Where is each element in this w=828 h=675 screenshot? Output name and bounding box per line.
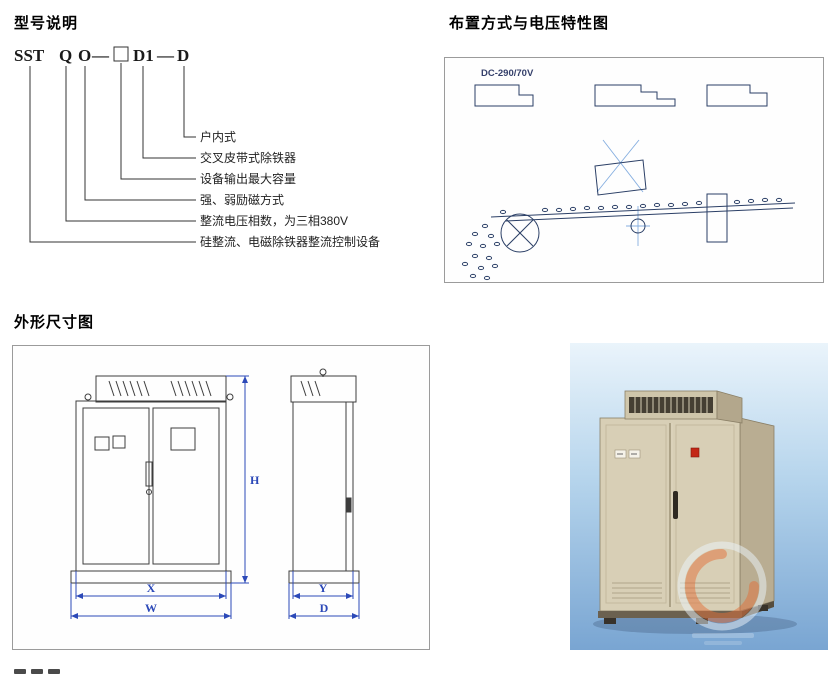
clipped-text-fragment [14,669,26,674]
dim-label-y: Y [319,581,328,595]
model-code: SST Q O — D1 — D [14,46,189,65]
clipped-text-fragment [31,669,43,674]
model-label: 户内式 [200,129,236,144]
layout-diagram-panel: DC-290/70V [444,57,824,283]
watermark-logo [677,541,767,645]
dim-label-d: D [320,601,329,615]
lifting-eye [226,393,234,401]
model-section-title: 型号说明 [14,15,79,32]
product-photo [570,343,828,650]
left-door [82,407,150,565]
model-code-series: SST [14,46,45,65]
layout-section-title: 布置方式与电压特性图 [449,15,610,32]
cabinet-foot [758,605,768,611]
dimension-drawing: H X W Y D [70,368,360,619]
lifting-eye [84,393,92,401]
model-code-o: O [78,46,91,65]
dimension-lines [70,375,360,619]
voltage-step-profiles [474,84,768,107]
model-connector-lines [29,63,196,243]
base [70,570,232,584]
model-label: 交叉皮带式除铁器 [200,150,296,165]
cabinet-front-view [70,375,234,584]
model-code-d1: D1 [133,46,154,65]
model-code-capacity-box [113,46,129,62]
door-handle [673,491,678,519]
layout-diagram: DC-290/70V [461,68,796,281]
cabinet-side-view [288,368,360,584]
model-code-d: D [177,46,189,65]
door-handle [145,461,153,487]
cabinet-base [598,611,742,618]
lifting-eye [319,368,327,376]
dimension-labels: H X W Y D [145,473,329,615]
left-door [605,424,667,604]
model-code-dash2: — [156,46,175,65]
conveyor-diagram [490,159,796,253]
construction-lines [596,139,650,246]
cabinet-body [598,390,775,624]
base [288,570,360,584]
dim-label-h: H [250,473,260,487]
material-particles [461,197,783,281]
vent-cap-side [716,390,743,424]
magnet-separator [594,159,647,196]
model-code-dash1: — [91,46,110,65]
voltage-label: DC-290/70V [481,68,534,79]
dim-label-w: W [145,601,157,615]
model-code-q: Q [59,46,72,65]
product-photo-image [570,343,828,650]
indicator-lamp [690,447,700,458]
model-label: 强、弱励磁方式 [200,192,284,207]
dimension-section-title: 外形尺寸图 [14,314,95,331]
right-door [152,407,220,565]
model-label: 整流电压相数，为三相380V [200,213,348,228]
model-label: 设备输出最大容量 [200,171,296,186]
model-label: 硅整流、电磁除铁器整流控制设备 [200,234,380,249]
cabinet-foot [604,618,616,624]
discharge-chute [706,193,728,243]
dim-label-x: X [147,581,156,595]
model-labels: 户内式 交叉皮带式除铁器 设备输出最大容量 强、弱励磁方式 整流电压相数，为三相… [200,129,380,249]
model-code-diagram: SST Q O — D1 — D 户内式 交叉皮带式除铁器 设备输出最大容量 强… [14,46,380,249]
dimension-drawing-panel: H X W Y D [12,345,430,650]
clipped-text-fragment [48,669,60,674]
